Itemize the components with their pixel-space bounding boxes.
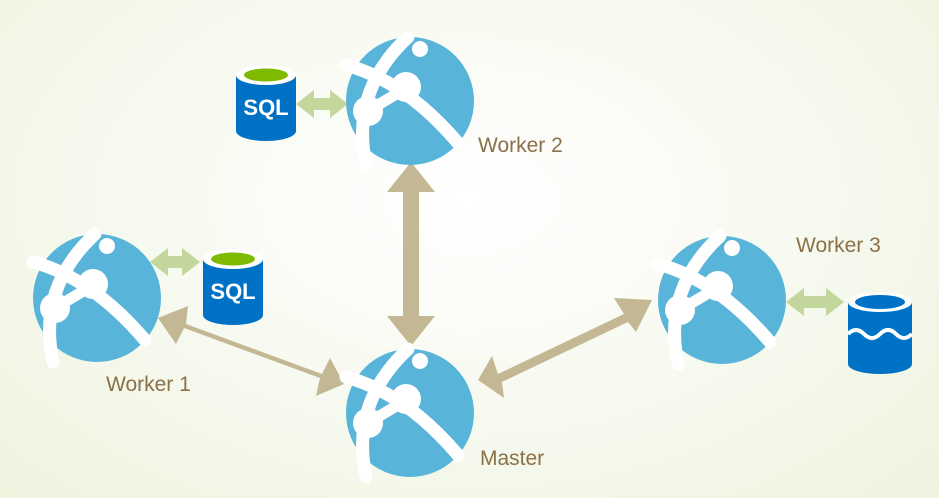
worker3-label: Worker 3 [796, 234, 881, 257]
master-label: Master [480, 447, 544, 470]
worker3-node[interactable]: Worker 3 [658, 234, 881, 364]
connection-worker2-db [296, 90, 348, 118]
sql-database-icon: SQL [203, 249, 263, 325]
connection-master-worker3 [478, 298, 652, 398]
sql-database-icon: SQL [236, 65, 296, 141]
worker3-storage[interactable] [846, 292, 914, 374]
connection-worker3-db [786, 288, 844, 316]
master-node[interactable]: Master [346, 349, 544, 477]
sql-label: SQL [210, 279, 255, 304]
worker1-node[interactable]: Worker 1 [33, 234, 191, 396]
worker2-sql-database[interactable]: SQL [236, 65, 296, 141]
connection-master-worker1 [158, 306, 344, 396]
sql-label: SQL [243, 95, 288, 120]
worker2-node[interactable]: Worker 2 [346, 37, 563, 165]
connection-worker1-db [150, 248, 200, 276]
cloud-service-icon [33, 234, 161, 362]
worker1-label: Worker 1 [106, 373, 191, 396]
storage-blob-icon [846, 292, 914, 374]
cloud-service-icon [658, 236, 786, 364]
connection-master-worker2 [387, 162, 435, 346]
cloud-service-icon [346, 349, 474, 477]
cloud-service-icon [346, 37, 474, 165]
worker1-sql-database[interactable]: SQL [203, 249, 263, 325]
worker2-label: Worker 2 [478, 134, 563, 157]
